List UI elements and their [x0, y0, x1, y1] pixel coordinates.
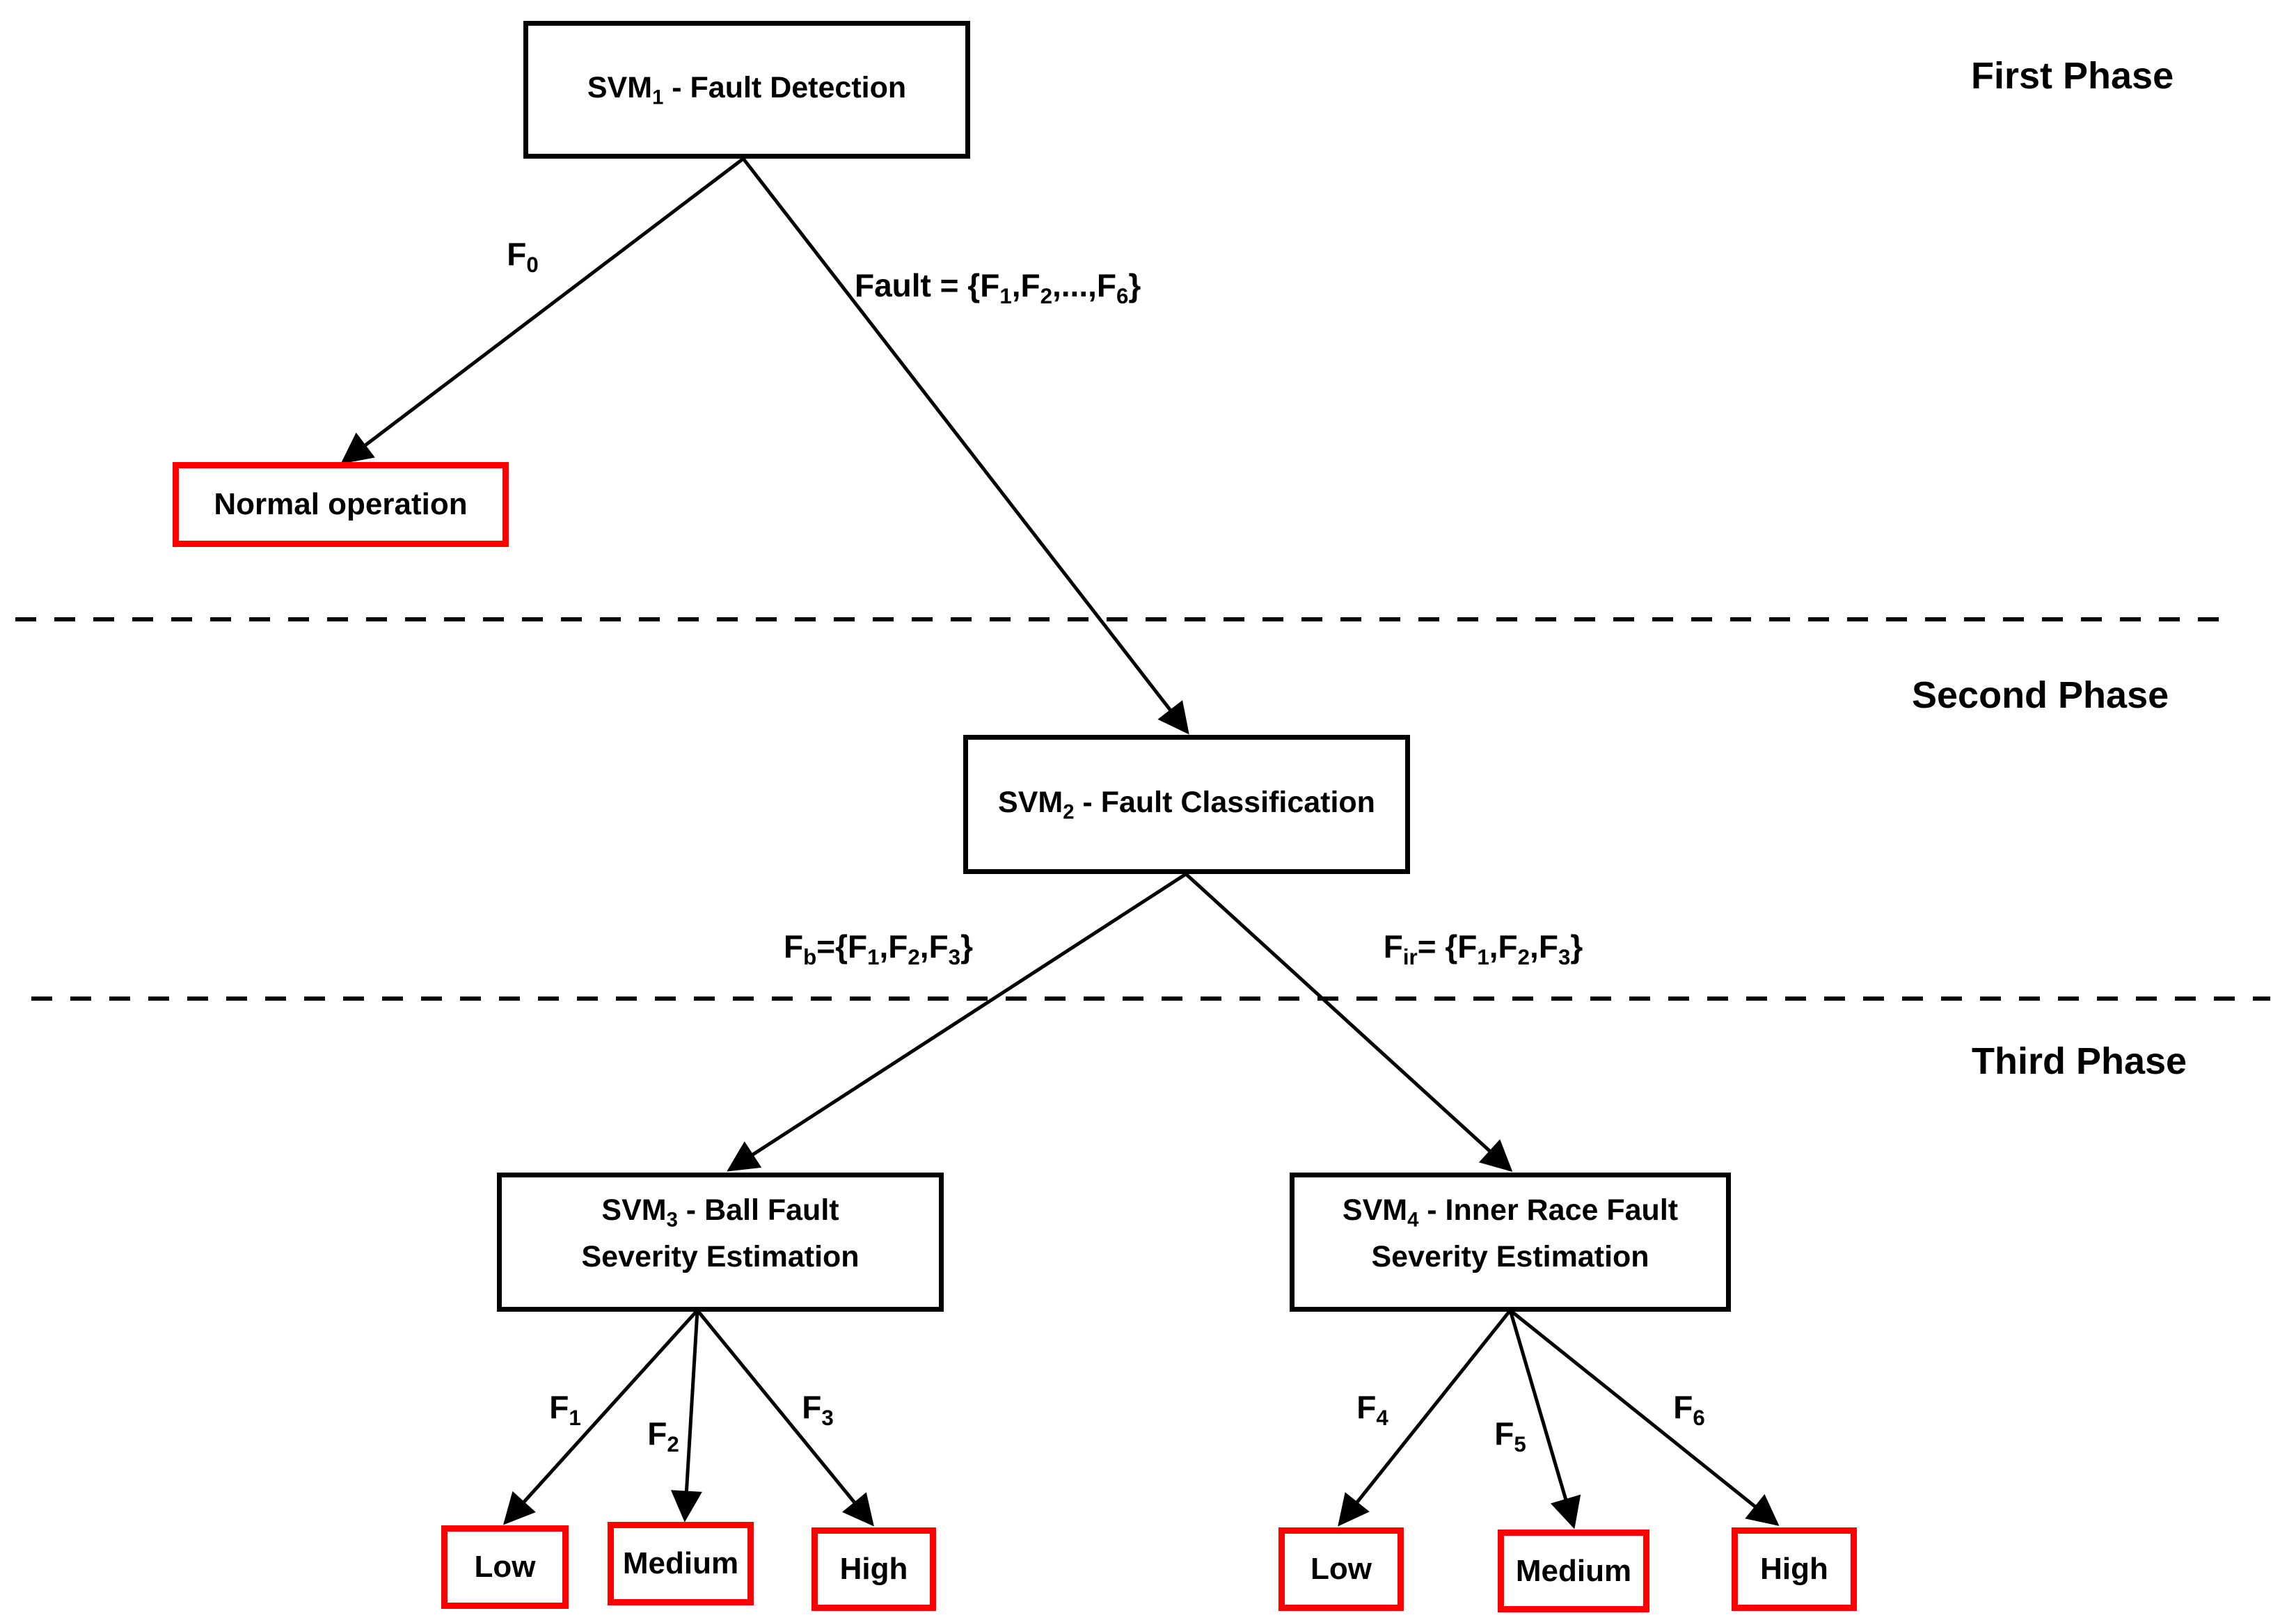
edge-label-f4: F4	[1356, 1389, 1388, 1430]
ball-high-label: High	[839, 1552, 908, 1586]
node-svm1-label: SVM1 - Fault Detection	[587, 70, 907, 109]
node-inner-severity-high: High	[1732, 1527, 1857, 1611]
phase-label-third: Third Phase	[1972, 1040, 2187, 1082]
node-normal-operation-label: Normal operation	[214, 487, 468, 521]
edge-svm3-low	[502, 1309, 699, 1525]
phase-label-first: First Phase	[1971, 55, 2174, 97]
node-svm4-inner-race-fault: SVM4 - Inner Race Fault Severity Estimat…	[1290, 1173, 1731, 1312]
node-inner-severity-medium: Medium	[1498, 1530, 1649, 1612]
node-svm3-label-line2: Severity Estimation	[581, 1239, 860, 1273]
edge-label-f0: F0	[507, 236, 539, 277]
inner-low-label: Low	[1311, 1552, 1372, 1586]
edge-label-fault-set: Fault = {F1,F2,...,F6}	[855, 267, 1141, 308]
node-svm4-label-line1: SVM4 - Inner Race Fault	[1342, 1193, 1679, 1232]
edge-label-f6: F6	[1673, 1389, 1705, 1430]
inner-medium-label: Medium	[1515, 1553, 1632, 1588]
node-svm2-label: SVM2 - Fault Classification	[998, 785, 1375, 823]
edge-label-f1: F1	[549, 1389, 581, 1430]
edge-svm2-svm3	[727, 872, 1187, 1172]
node-svm4-label-line2: Severity Estimation	[1371, 1239, 1649, 1273]
node-ball-severity-low: Low	[441, 1525, 569, 1609]
node-svm3-label-line1: SVM3 - Ball Fault	[601, 1193, 839, 1232]
edge-label-fir: Fir= {F1,F2,F3}	[1383, 928, 1583, 969]
node-svm1-fault-detection: SVM1 - Fault Detection	[523, 21, 970, 159]
node-inner-severity-low: Low	[1278, 1527, 1404, 1611]
edge-svm2-svm4	[1185, 873, 1513, 1173]
node-svm3-ball-fault: SVM3 - Ball Fault Severity Estimation	[497, 1173, 944, 1312]
node-ball-severity-medium: Medium	[608, 1522, 754, 1605]
ball-medium-label: Medium	[622, 1546, 739, 1580]
edge-label-fb: Fb={F1,F2,F3}	[784, 928, 973, 969]
node-svm2-fault-classification: SVM2 - Fault Classification	[963, 735, 1410, 874]
edge-svm1-normal	[340, 157, 745, 464]
edge-label-f5: F5	[1494, 1415, 1526, 1456]
edge-svm3-high	[696, 1309, 874, 1527]
edge-svm4-medium	[1508, 1310, 1581, 1530]
node-normal-operation: Normal operation	[173, 462, 509, 547]
phase-label-second: Second Phase	[1912, 674, 2169, 716]
edge-svm4-low	[1338, 1309, 1512, 1527]
edge-svm3-medium	[670, 1310, 702, 1523]
node-ball-severity-high: High	[811, 1527, 936, 1611]
edge-label-f3: F3	[802, 1389, 834, 1430]
edge-label-f2: F2	[647, 1415, 679, 1456]
ball-low-label: Low	[474, 1550, 536, 1584]
edge-svm1-svm2	[742, 157, 1189, 735]
edge-svm4-high	[1509, 1309, 1780, 1526]
inner-high-label: High	[1760, 1552, 1828, 1586]
